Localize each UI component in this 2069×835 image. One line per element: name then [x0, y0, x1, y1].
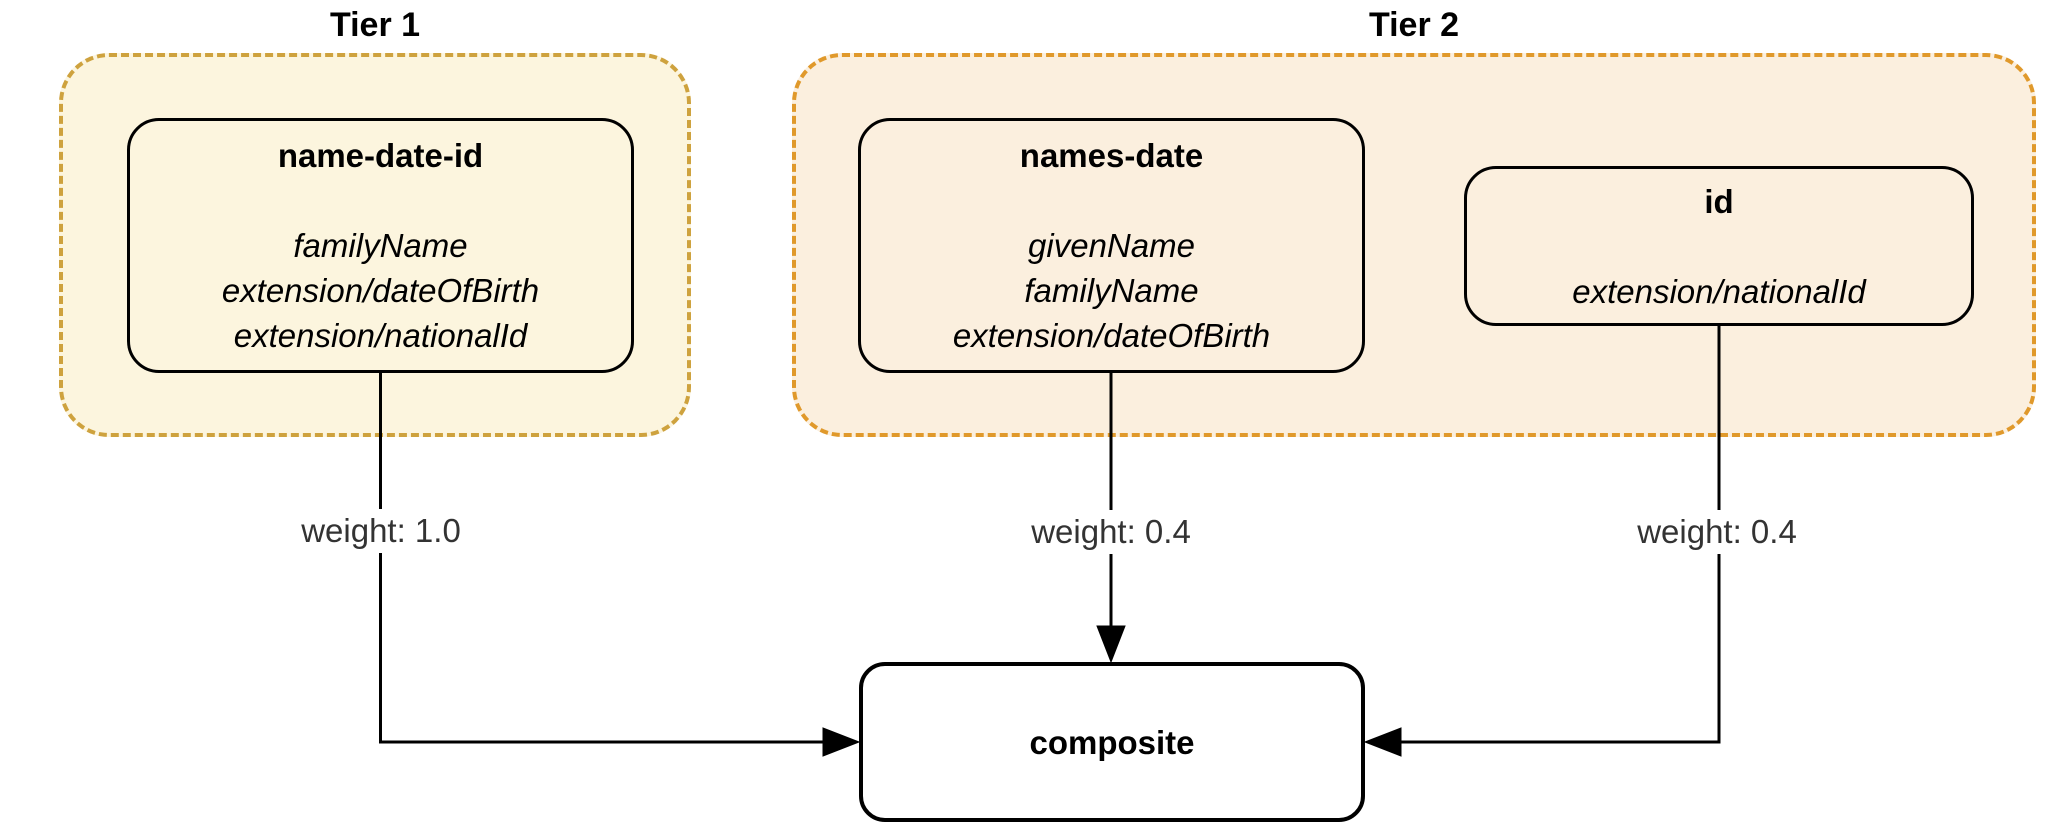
node-attribute: givenName [1028, 227, 1195, 264]
node-attribute: familyName [293, 227, 468, 264]
tier2-label: Tier 2 [1368, 6, 1460, 44]
node-title: id [1704, 182, 1734, 220]
node-attribute: familyName [1024, 272, 1199, 309]
node-attribute: extension/nationalId [1572, 272, 1866, 310]
node-attribute: extension/dateOfBirth [952, 317, 1271, 354]
arrowhead-right-icon [1363, 727, 1402, 757]
arrowhead-left-icon [822, 727, 861, 757]
edge-weight-label: weight: 0.4 [1628, 510, 1806, 554]
node-names-date: names-date givenName familyName extensio… [858, 118, 1365, 373]
node-id: id extension/nationalId [1464, 166, 1974, 326]
node-attribute: extension/dateOfBirth [221, 272, 540, 309]
node-composite: composite [859, 662, 1365, 822]
node-title: composite [1029, 723, 1195, 761]
arrowhead-down-icon [1096, 625, 1126, 664]
node-attribute: extension/nationalId [233, 317, 528, 354]
edge-weight-label: weight: 1.0 [292, 509, 470, 553]
edge-weight-label: weight: 0.4 [1022, 510, 1200, 554]
node-title: name-date-id [277, 137, 484, 174]
tier1-label: Tier 1 [329, 6, 421, 44]
node-title: names-date [1019, 137, 1204, 174]
node-name-date-id: name-date-id familyName extension/dateOf… [127, 118, 634, 373]
